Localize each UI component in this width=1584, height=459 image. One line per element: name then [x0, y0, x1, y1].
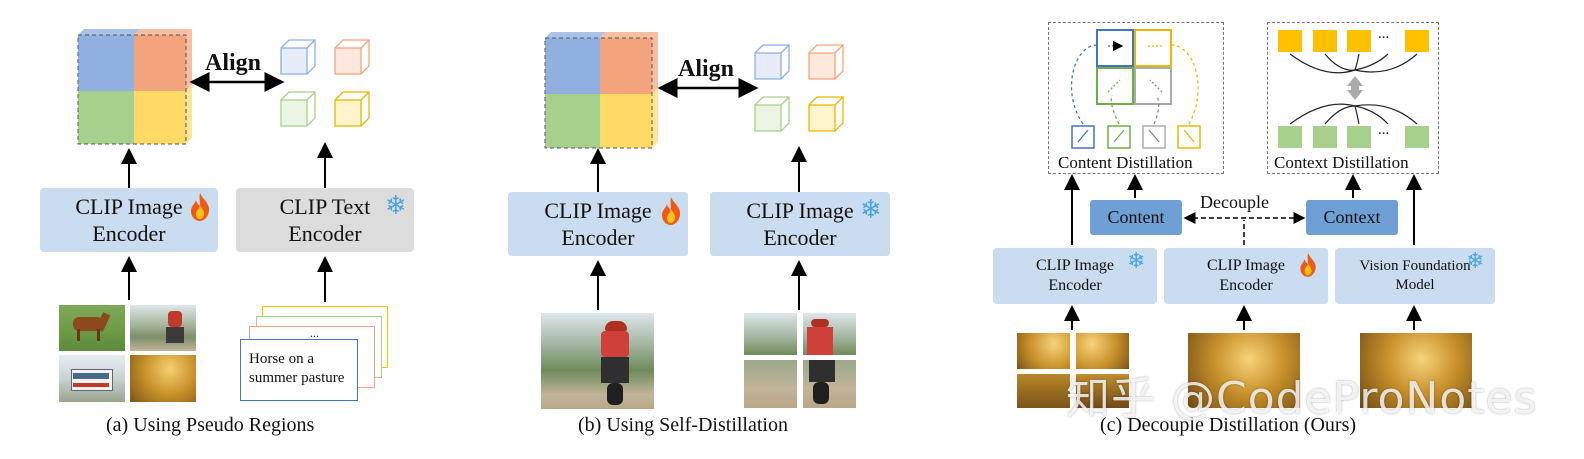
context-box: Context: [1306, 200, 1398, 235]
bus-image: [59, 355, 125, 402]
feature-grid-a: [77, 29, 192, 145]
fire-icon: [1300, 253, 1316, 277]
clip-image-encoder-trainable-c: CLIP Image Encoder: [1164, 248, 1328, 304]
motorbike-image-full: [541, 313, 654, 409]
text-embedding-cubes-a: [280, 39, 370, 127]
vision-foundation-model-c-label: Vision Foundation Model: [1359, 258, 1471, 293]
motorbike-crop-tl: [744, 313, 797, 355]
clip-image-encoder-teacher-b-label: CLIP Image Encoder: [746, 197, 854, 251]
caption-b: (b) Using Self-Distillation: [578, 414, 788, 436]
align-label-a: Align: [205, 50, 262, 76]
snowflake-icon: ❄: [1127, 249, 1146, 274]
fire-icon: [191, 193, 210, 221]
sunset-crop-tl: [1017, 333, 1070, 369]
sunset-image-trainable: [1188, 333, 1300, 408]
content-distillation-label: Content Distillation: [1058, 153, 1193, 173]
fire-icon: [662, 197, 681, 225]
sunset-crop-br: [1076, 374, 1129, 408]
sunset-crop-tr: [1076, 333, 1129, 369]
clip-image-encoder-a: CLIP Image Encoder: [40, 188, 218, 252]
content-distillation-box: [1048, 22, 1224, 174]
text-card-front: Horse on a summer pasture: [240, 339, 358, 401]
content-box: Content: [1090, 200, 1182, 235]
clip-image-encoder-teacher-b: CLIP Image Encoder: [710, 192, 890, 256]
feature-grid-b: [544, 32, 658, 149]
sunset-crop-bl: [1017, 374, 1070, 408]
context-distillation-graphics: [1278, 30, 1429, 148]
clip-image-encoder-frozen-c-label: CLIP Image Encoder: [1035, 257, 1115, 294]
clip-image-encoder-trainable-c-label: CLIP Image Encoder: [1206, 257, 1286, 294]
motorbike-crop-tr: [803, 313, 856, 355]
caption-c: (c) Decouple Distillation (Ours): [1100, 414, 1357, 436]
text-card-caption: Horse on a summer pasture: [249, 351, 345, 386]
context-dots-top: ...: [1378, 26, 1390, 42]
motorbike-crop-bl: [744, 360, 797, 408]
context-distillation-label: Context Distillation: [1274, 153, 1409, 173]
align-label-b: Align: [678, 56, 735, 82]
watermark: 知乎 @CodeProNotes: [1066, 373, 1538, 424]
horse-image: [59, 305, 125, 351]
caption-a: (a) Using Pseudo Regions: [106, 414, 315, 436]
context-dots-bottom: ...: [1378, 122, 1390, 138]
snowflake-icon: ❄: [860, 195, 882, 225]
context-distillation-box: [1267, 22, 1439, 174]
clip-text-encoder-a-label: CLIP Text Encoder: [279, 193, 371, 247]
vision-foundation-model-c: Vision Foundation Model: [1335, 248, 1495, 304]
clip-text-encoder-a: CLIP Text Encoder: [236, 188, 414, 252]
decouple-label: Decouple: [1200, 192, 1269, 212]
snowflake-icon: ❄: [385, 191, 407, 221]
content-distillation-graphics: [1070, 29, 1201, 149]
clip-image-encoder-frozen-c: CLIP Image Encoder: [993, 248, 1157, 304]
clip-image-encoder-student-b-label: CLIP Image Encoder: [544, 197, 652, 251]
snowflake-icon: ❄: [1466, 249, 1485, 274]
teacher-feature-cubes-b: [754, 44, 844, 132]
clip-image-encoder-student-b: CLIP Image Encoder: [508, 192, 688, 256]
clip-image-encoder-a-label: CLIP Image Encoder: [75, 193, 183, 247]
motorbike-crop-br: [803, 360, 856, 408]
sunset-image-small: [130, 355, 196, 402]
sunset-image-vfm: [1360, 333, 1472, 408]
card-ellipsis: ...: [310, 326, 319, 340]
motorbike-image-small: [130, 305, 196, 351]
